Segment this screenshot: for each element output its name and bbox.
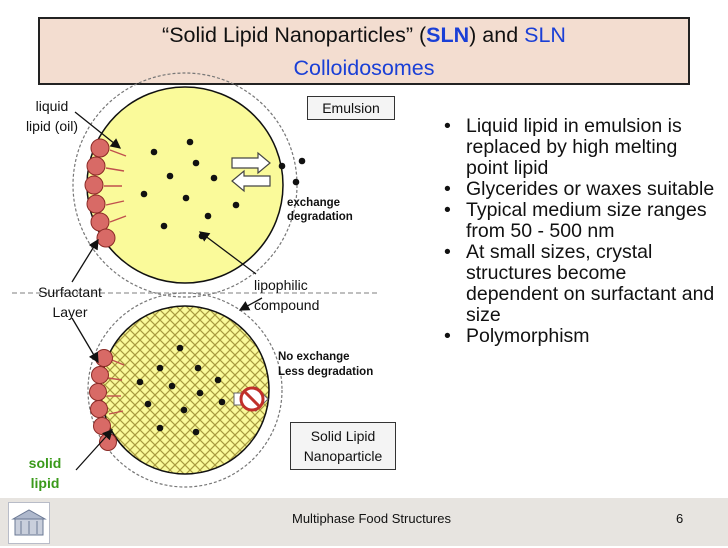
bullet-item: Polymorphism	[438, 326, 723, 347]
no-exchange-label: No exchange Less degradation	[278, 350, 373, 380]
surfactant-layer-label: Surfactant Layer	[22, 282, 118, 322]
liquid-lipid-label: liquid lipid (oil)	[4, 96, 100, 136]
less-degradation-text: Less degradation	[278, 365, 373, 380]
lipophilic-line-2: compound	[254, 295, 319, 315]
bullet-item: Glycerides or waxes suitable	[438, 179, 723, 200]
lipophilic-compound-label: lipophilic compound	[254, 275, 319, 315]
exchange-text: exchange	[287, 196, 353, 210]
building-icon	[9, 503, 49, 543]
emulsion-label: Emulsion	[307, 96, 395, 120]
bullet-item: Typical medium size ranges from 50 - 500…	[438, 200, 723, 242]
sln-label: Solid Lipid Nanoparticle	[290, 422, 396, 470]
footer-text: Multiphase Food Structures	[292, 511, 451, 526]
footer-bar: Multiphase Food Structures 6	[0, 498, 728, 546]
lipophilic-line-1: lipophilic	[254, 275, 319, 295]
surfactant-line-2: Layer	[22, 302, 118, 322]
surfactant-line-1: Surfactant	[22, 282, 118, 302]
sln-line-1: Solid Lipid	[291, 426, 395, 446]
solid-line-1: solid	[22, 453, 68, 473]
bullet-item: Liquid lipid in emulsion is replaced by …	[438, 116, 723, 179]
page-number: 6	[676, 511, 683, 526]
university-logo	[8, 502, 50, 544]
bullet-list: Liquid lipid in emulsion is replaced by …	[438, 116, 723, 347]
liquid-lipid-line-2: lipid (oil)	[4, 116, 100, 136]
bullet-item: At small sizes, crystal structures becom…	[438, 242, 723, 326]
exchange-degradation-label: exchange degradation	[287, 196, 353, 224]
sln-line-2: Nanoparticle	[291, 446, 395, 466]
solid-lipid-label: solid lipid	[22, 453, 68, 493]
liquid-lipid-line-1: liquid	[4, 96, 100, 116]
solid-line-2: lipid	[22, 473, 68, 493]
degradation-text: degradation	[287, 210, 353, 224]
no-exchange-text: No exchange	[278, 350, 373, 365]
